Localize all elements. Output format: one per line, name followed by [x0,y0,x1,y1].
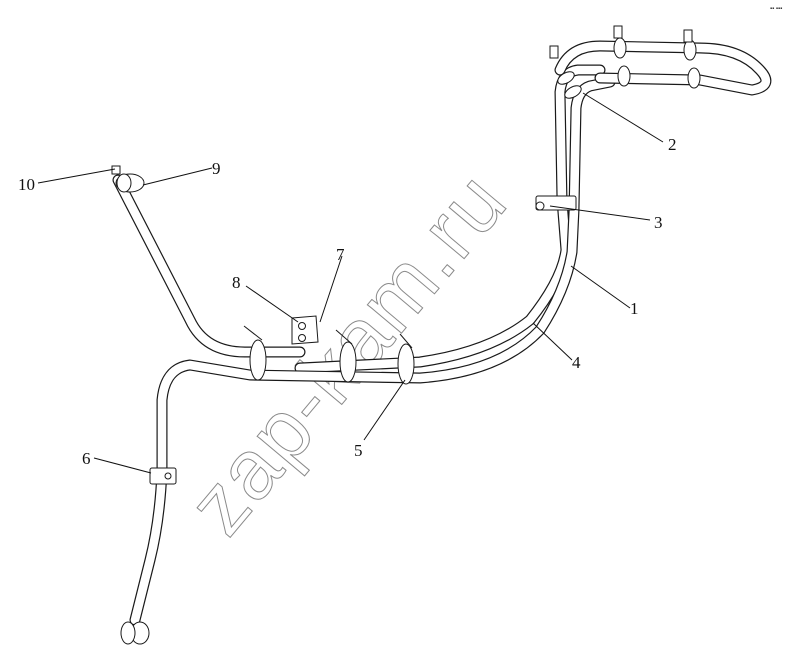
bracket-6 [149,467,177,485]
callout-8: 8 [232,273,241,292]
callout-4: 4 [572,353,581,372]
clamps-5 [243,325,415,385]
callout-2: 2 [668,135,677,154]
callout-7: 7 [336,245,345,264]
callout-5: 5 [354,441,363,460]
callout-10: 10 [18,175,35,194]
callout-6: 6 [82,449,91,468]
bracket-7 [291,315,319,345]
upper-pipe-run [554,40,772,96]
bottom-fitting [120,621,150,645]
joint-2 [557,71,582,99]
pipe-9-branch [112,174,306,358]
callout-3: 3 [654,213,663,232]
bracket-3 [535,195,577,211]
fitting-9 [111,165,145,193]
leader-lines [37,92,664,474]
callout-9: 9 [212,159,221,178]
top-couplers [549,25,701,89]
corner-mark: ▪▪ ▪▪▪ [770,6,782,12]
callout-1: 1 [630,299,639,318]
